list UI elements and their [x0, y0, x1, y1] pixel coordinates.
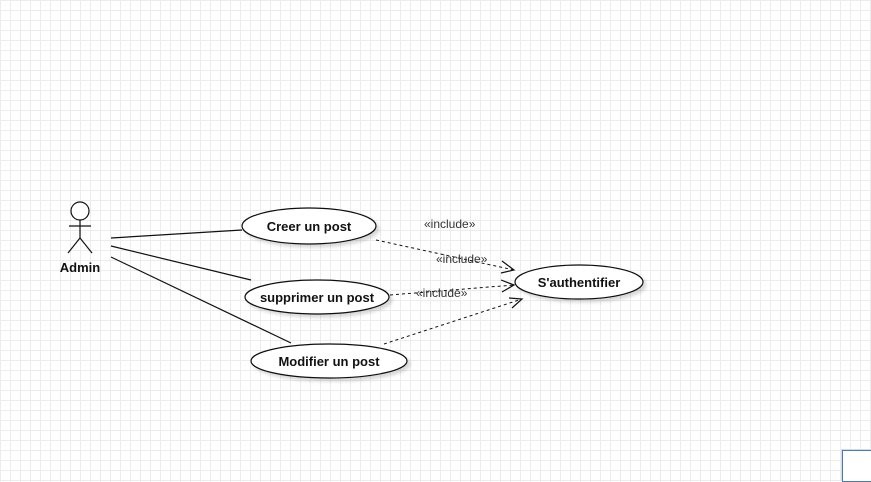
stereotype-label-modify: «include»	[416, 286, 468, 300]
actor-label: Admin	[60, 260, 101, 275]
association-admin-modify[interactable]	[110, 256, 292, 344]
overview-panel-corner[interactable]	[842, 450, 871, 482]
actor-right-leg	[79, 237, 93, 254]
actor-admin[interactable]: Admin	[60, 201, 101, 275]
open-arrowhead	[500, 260, 516, 274]
open-arrowhead	[508, 297, 524, 309]
open-arrowhead	[500, 279, 516, 293]
association-admin-create[interactable]	[110, 229, 243, 239]
use-case-modifier-un-post[interactable]: Modifier un post	[250, 343, 408, 379]
include-delete-auth[interactable]	[389, 279, 516, 296]
actor-left-leg	[67, 237, 81, 254]
dependency-line	[389, 284, 515, 296]
use-case-ellipse	[241, 207, 377, 245]
association-admin-delete[interactable]	[110, 245, 252, 281]
dependency-line	[383, 298, 523, 345]
use-case-label: S'authentifier	[538, 275, 621, 290]
stereotype-label-create: «include»	[424, 217, 476, 231]
use-case-label: supprimer un post	[260, 290, 375, 305]
include-modify-auth[interactable]	[383, 297, 524, 345]
actor-head	[70, 201, 90, 221]
use-case-ellipse	[244, 279, 390, 315]
use-case-ellipse	[250, 343, 408, 379]
use-case-label: Modifier un post	[278, 354, 380, 369]
use-case-ellipse	[514, 264, 644, 300]
use-case-creer-un-post[interactable]: Creer un post	[241, 207, 377, 245]
use-case-supprimer-un-post[interactable]: supprimer un post	[244, 279, 390, 315]
use-case-label: Creer un post	[267, 219, 352, 234]
use-case-diagram-canvas: Admin «include» «include» «include» Cree…	[60, 201, 644, 379]
use-case-s-authentifier[interactable]: S'authentifier	[514, 264, 644, 300]
include-create-auth[interactable]	[375, 239, 516, 274]
stereotype-label-delete: «include»	[436, 252, 488, 266]
